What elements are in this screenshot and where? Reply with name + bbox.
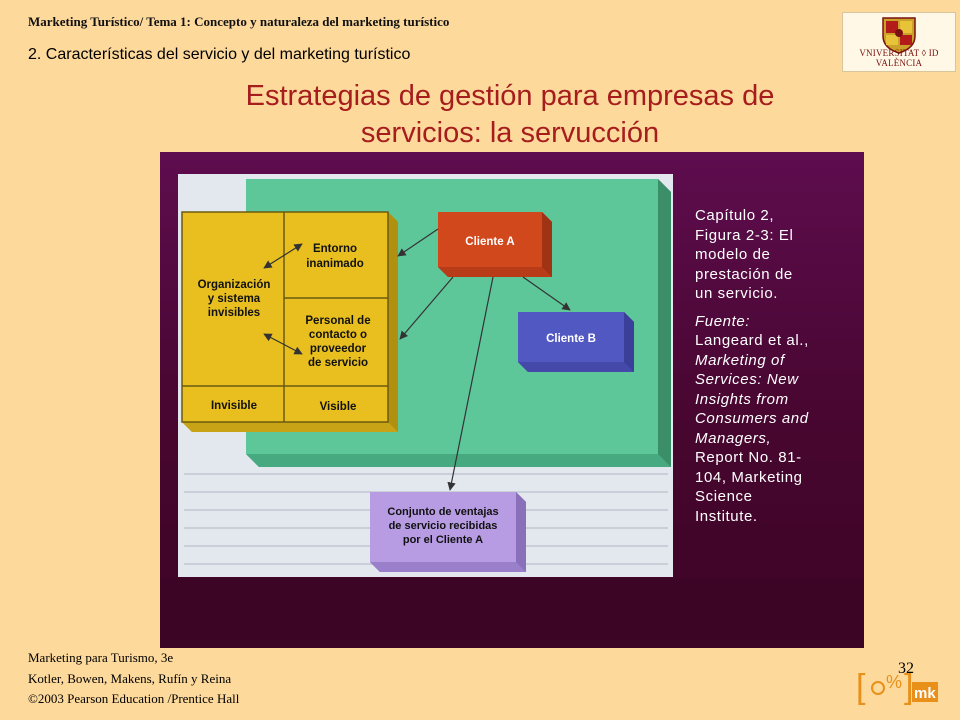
figure-panel: Organización y sistema invisibles Invisi… — [160, 152, 864, 648]
ventajas-box: Conjunto de ventajas de servicio recibid… — [370, 492, 526, 572]
caption-source-label: Fuente: — [695, 312, 751, 330]
personal-label-line4: de servicio — [308, 357, 368, 369]
entorno-label-line1: Entorno — [313, 243, 357, 255]
figure-caption: Capítulo 2, Figura 2-3: El modelo de pre… — [695, 206, 845, 526]
caption-line: Consumers and — [695, 410, 809, 427]
personal-label-line1: Personal de — [305, 315, 370, 327]
arrow-clientea-entorno — [397, 228, 439, 257]
entorno-label-line2: inanimado — [306, 258, 364, 270]
arrow-clientea-clienteb — [522, 276, 571, 311]
caption-line: Marketing of — [695, 351, 785, 369]
footer-line3: ©2003 Pearson Education /Prentice Hall — [28, 691, 240, 706]
header-subtitle: 2. Características del servicio y del ma… — [28, 46, 411, 63]
invisible-label: Invisible — [211, 400, 257, 412]
service-organization-box — [181, 211, 398, 432]
servuction-diagram: Organización y sistema invisibles Invisi… — [178, 174, 673, 577]
svg-text:mk: mk — [914, 685, 936, 702]
slide-title-line2: servicios: la servucción — [360, 117, 660, 149]
ventajas-label-line3: por el Cliente A — [403, 534, 483, 546]
university-logo: VNIVERSITAT ◊ ID VALÈNCIA — [842, 12, 956, 72]
caption-line: Capítulo 2, — [695, 207, 775, 224]
footer-line2: Kotler, Bowen, Makens, Rufín y Reina — [28, 670, 232, 686]
caption-line: Langeard et al., — [695, 332, 809, 349]
caption-line: Science — [695, 488, 753, 505]
svg-text:[: [ — [856, 668, 866, 706]
personal-label-line3: proveedor — [310, 343, 367, 355]
caption-line: Report No. 81- — [695, 449, 802, 466]
ventajas-label-line2: de servicio recibidas — [389, 520, 498, 532]
cliente-a-box: Cliente A — [438, 212, 552, 277]
header-title: Marketing Turístico/ Tema 1: Concepto y … — [28, 14, 450, 29]
org-label-line3: invisibles — [208, 307, 260, 319]
caption-line: 104, Marketing — [695, 468, 803, 486]
footer-line1: Marketing para Turismo, 3e — [28, 650, 174, 665]
svg-text:]: ] — [904, 668, 913, 706]
caption-line: modelo de — [695, 246, 771, 263]
figure-panel-bottom — [160, 578, 864, 648]
university-logo-text: VNIVERSITAT ◊ ID VALÈNCIA — [859, 48, 939, 68]
org-label-line1: Organización — [198, 279, 271, 291]
arrow-org-entorno — [263, 243, 303, 269]
visible-label: Visible — [320, 401, 357, 413]
mk-logo-icon: [ % ] mk — [856, 668, 938, 706]
caption-line: Managers, — [695, 429, 772, 447]
page-number: 32 — [898, 660, 914, 677]
caption-line: Institute. — [695, 507, 758, 525]
arrow-clientea-ventajas — [447, 276, 494, 491]
org-label-line2: y sistema — [208, 293, 261, 305]
caption-line: Insights from — [695, 390, 789, 408]
cliente-b-label: Cliente B — [546, 333, 596, 345]
cliente-a-label: Cliente A — [465, 236, 514, 248]
footer-citation: Marketing para Turismo, 3e Kotler, Bowen… — [28, 648, 239, 710]
caption-line: Figura 2-3: El — [695, 226, 794, 244]
arrow-org-personal — [263, 333, 303, 355]
personal-label-line2: contacto o — [309, 329, 367, 341]
slide-title: Estrategias de gestión para empresas de … — [160, 78, 860, 152]
caption-line: prestación de — [695, 265, 793, 283]
caption-line: un servicio. — [695, 285, 779, 302]
ventajas-label-line1: Conjunto de ventajas — [387, 506, 498, 518]
svg-text:%: % — [886, 672, 902, 692]
slide-title-line1: Estrategias de gestión para empresas de — [245, 80, 775, 112]
cliente-b-box: Cliente B — [518, 312, 634, 372]
university-shield-icon — [882, 17, 916, 54]
servuction-diagram-svg: Organización y sistema invisibles Invisi… — [178, 174, 673, 577]
arrow-clientea-personal — [399, 276, 454, 340]
caption-line: Services: New — [695, 371, 799, 388]
